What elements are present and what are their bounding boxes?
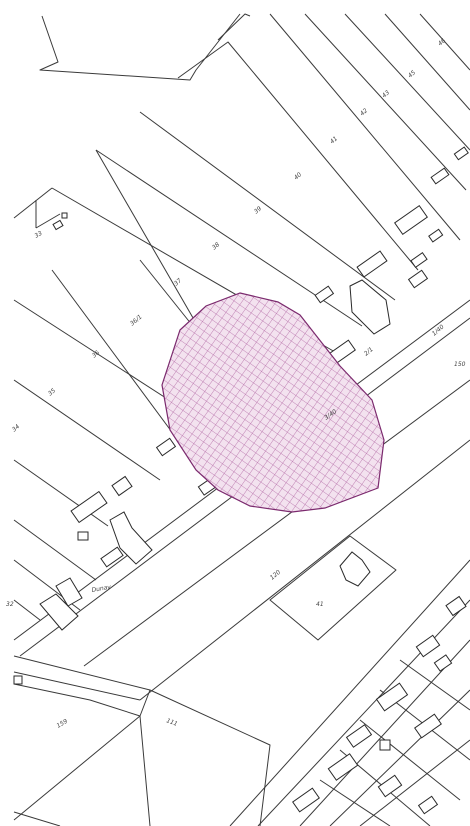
parcel-label: 38 xyxy=(211,241,221,251)
parcel-label: 111 xyxy=(165,717,178,727)
parcel-label: 150 xyxy=(454,361,466,368)
parcel-label: 120 xyxy=(269,569,282,582)
lower-right-parcel-lines xyxy=(319,659,470,826)
parcel-label: 1/40 xyxy=(431,323,446,337)
boundary-line-top-left xyxy=(39,13,241,81)
lower-streets xyxy=(13,535,470,826)
highlighted-zone[interactable] xyxy=(161,292,385,513)
parcel-label: 46 xyxy=(437,37,447,47)
parcel-label: 41 xyxy=(316,601,324,608)
parcel-label: 40 xyxy=(293,171,303,181)
parcel-label: 45 xyxy=(407,69,417,79)
parcel-label: Dunav xyxy=(91,584,112,594)
parcel-label: 43 xyxy=(381,89,391,99)
parcel-label: 34 xyxy=(11,423,21,433)
parcel-label: 32 xyxy=(6,601,14,608)
parcel-label: 39 xyxy=(253,205,263,215)
parcel-label: 37 xyxy=(173,277,183,287)
parcel-label: 42 xyxy=(359,107,369,117)
parcel-label: 2/1 xyxy=(363,346,375,358)
parcel-label: 41 xyxy=(329,135,339,145)
upper-parcel-lines xyxy=(13,13,470,527)
parcel-label: 33 xyxy=(34,230,44,240)
parcel-label: 159 xyxy=(56,718,70,730)
parcel-label: 35 xyxy=(47,387,57,397)
parcel-label: 36 xyxy=(91,349,101,359)
parcel-label: 36/1 xyxy=(129,314,144,328)
